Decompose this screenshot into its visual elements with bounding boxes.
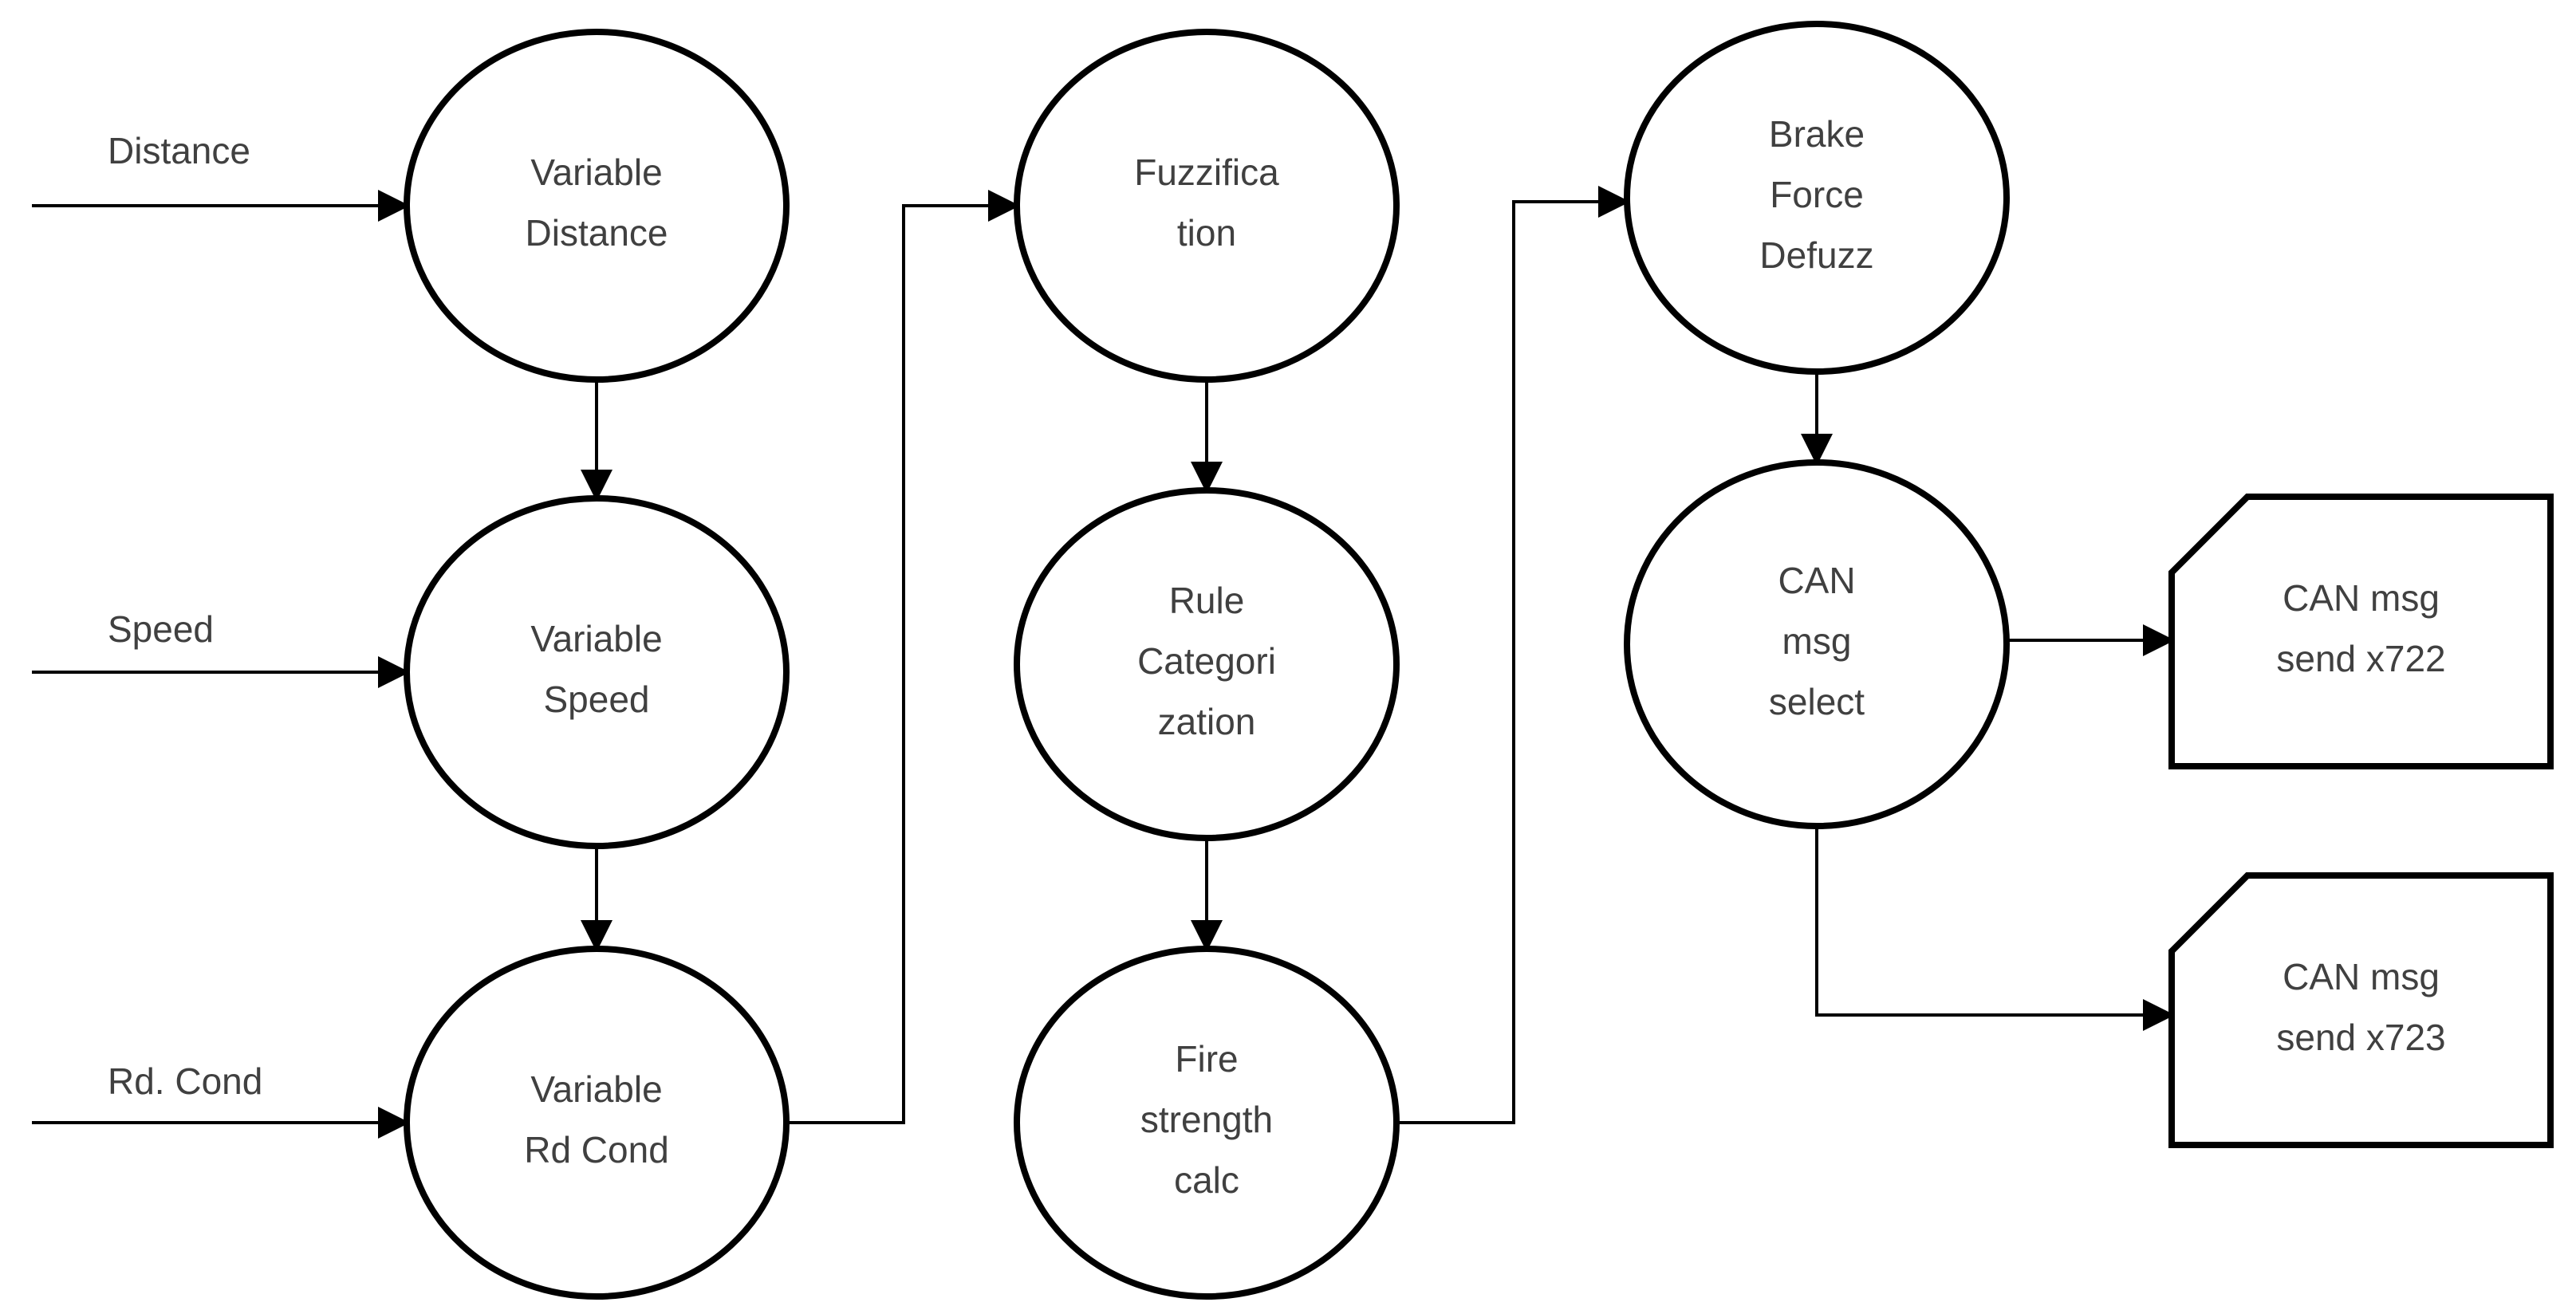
node-fire-strength-calc: Fire strength calc	[1014, 946, 1400, 1300]
nodes-layer: VariableDistanceVariableSpeedVariableRd …	[404, 21, 2554, 1300]
fuzzification-label-line: Fuzzifica	[1134, 151, 1279, 193]
node-can-msg-send-x723: CAN msg send x723	[2168, 872, 2554, 1148]
can-msg-send-x722-label-line: send x722	[2276, 638, 2445, 679]
variable-distance-label-line: Variable	[530, 151, 662, 193]
brake-force-defuzz-label-line: Defuzz	[1759, 234, 1873, 276]
variable-distance-ellipse	[404, 29, 790, 383]
can-msg-send-x723-label-line: CAN msg	[2283, 956, 2440, 997]
variable-speed-label-line: Variable	[530, 618, 662, 659]
rule-categorization-ellipse	[1014, 487, 1400, 841]
arrow-fire-strength-calc-to-brake-force-defuzz	[1396, 186, 1630, 1124]
input-label-in-distance: Distance	[108, 130, 250, 171]
brake-force-defuzz-label-line: Brake	[1769, 113, 1865, 155]
rule-categorization-label-line: Rule	[1169, 580, 1245, 621]
fuzzification-label-line: tion	[1177, 212, 1236, 254]
can-msg-select-label-line: select	[1769, 681, 1865, 722]
variable-speed-label-line: Speed	[543, 679, 649, 720]
input-label-in-rd-cond: Rd. Cond	[108, 1060, 262, 1102]
can-msg-send-x722-card	[2168, 494, 2554, 769]
can-msg-select-label-line: msg	[1782, 620, 1852, 662]
fire-strength-calc-ellipse	[1014, 946, 1400, 1300]
fire-strength-calc-label-line: strength	[1140, 1099, 1273, 1140]
arrow-variable-rd-cond-to-fuzzification	[786, 190, 1020, 1124]
rule-categorization-label-line: zation	[1158, 701, 1256, 742]
fire-strength-calc-label-line: Fire	[1175, 1038, 1238, 1080]
arrow-can-msg-select-to-can-msg-send-x723	[1815, 826, 2175, 1031]
node-can-msg-send-x722: CAN msg send x722	[2168, 494, 2554, 769]
brake-force-defuzz-label-line: Force	[1770, 174, 1864, 215]
can-msg-select-ellipse	[1624, 459, 2010, 829]
node-can-msg-select: CAN msg select	[1624, 459, 2010, 829]
can-msg-send-x723-label-line: send x723	[2276, 1017, 2445, 1058]
can-msg-send-x722-label-line: CAN msg	[2283, 577, 2440, 619]
edges-layer	[32, 186, 2175, 1139]
variable-distance-label-line: Distance	[526, 212, 668, 254]
variable-rd-cond-label-line: Variable	[530, 1068, 662, 1110]
can-msg-select-label-line: CAN	[1778, 560, 1855, 601]
rule-categorization-label-line: Categori	[1137, 640, 1276, 682]
node-fuzzification: Fuzzifica tion	[1014, 29, 1400, 383]
variable-rd-cond-label-line: Rd Cond	[524, 1129, 669, 1170]
fuzzification-ellipse	[1014, 29, 1400, 383]
input-label-in-speed: Speed	[108, 608, 214, 650]
fire-strength-calc-label-line: calc	[1174, 1159, 1239, 1201]
variable-speed-ellipse	[404, 495, 790, 849]
can-msg-send-x723-card	[2168, 872, 2554, 1148]
variable-rd-cond-ellipse	[404, 946, 790, 1300]
node-variable-rd-cond: Variable Rd Cond	[404, 946, 790, 1300]
brake-force-defuzz-ellipse	[1624, 21, 2010, 375]
